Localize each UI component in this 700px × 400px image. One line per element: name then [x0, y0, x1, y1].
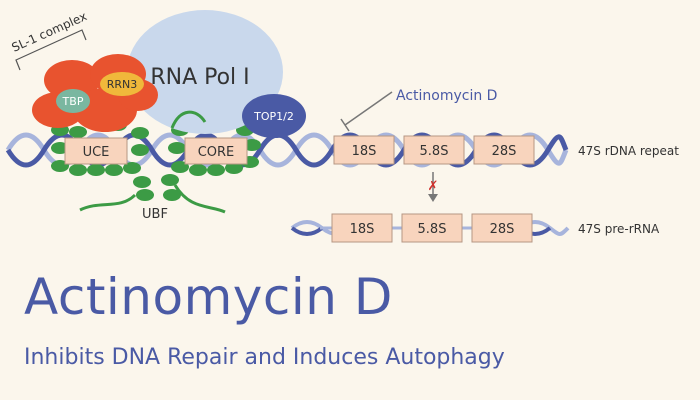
pre-58s: 5.8S	[418, 222, 447, 237]
rdna-58s: 5.8S	[420, 144, 449, 159]
top-label: TOP1/2	[253, 110, 294, 123]
rna-pol-label: RNA Pol I	[150, 65, 249, 90]
rna-pol-i	[127, 10, 283, 134]
rrn3-label: RRN3	[107, 78, 138, 91]
rdna-repeat-label: 47S rDNA repeat	[578, 144, 679, 158]
rdna-genes	[333, 135, 535, 165]
pre-28s: 28S	[490, 222, 515, 237]
sl1-complex	[32, 54, 158, 132]
core-label: CORE	[198, 145, 235, 160]
pre-rrna-label: 47S pre-rRNA	[578, 222, 660, 236]
sl1-bracket	[15, 29, 87, 71]
tbp-label: TBP	[62, 95, 84, 108]
core-box	[184, 137, 248, 165]
rdna-28s: 28S	[492, 144, 517, 159]
inhibitor-line	[344, 91, 393, 126]
page-title: Actinomycin D	[24, 268, 393, 326]
uce-box	[64, 137, 128, 165]
transcription-diagram: RNA Pol I SL-1 complex TBP RRN3 TOP1/2 U…	[5, 9, 679, 243]
pre-rrna-strand	[290, 213, 570, 243]
drug-label: Actinomycin D	[396, 88, 497, 104]
page-subtitle: Inhibits DNA Repair and Induces Autophag…	[24, 345, 505, 370]
top12	[242, 94, 306, 138]
inhibition-mark: ✗	[428, 179, 439, 194]
rrn3	[100, 72, 144, 96]
ubf-label: UBF	[142, 207, 168, 222]
tbp	[56, 89, 90, 113]
rdna-18s: 18S	[352, 144, 377, 159]
uce-label: UCE	[83, 145, 110, 160]
pre-18s: 18S	[350, 222, 375, 237]
